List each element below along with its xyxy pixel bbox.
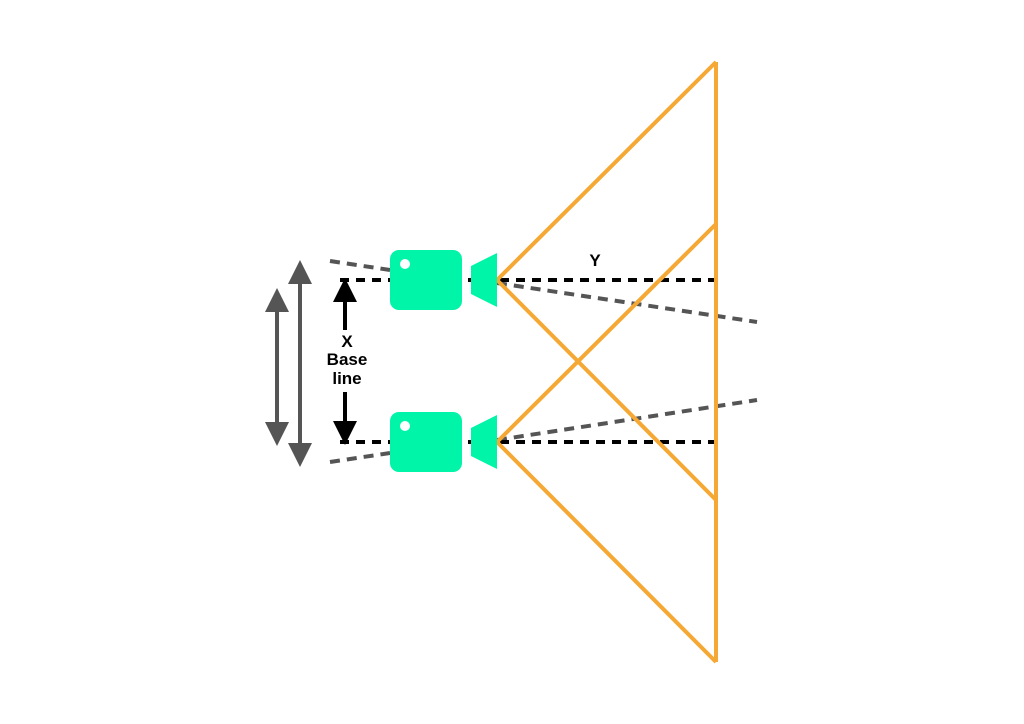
- label-baseline-2: line: [332, 369, 361, 388]
- ray-top-right: [496, 281, 758, 324]
- camera-body: [390, 250, 462, 310]
- label-x: X: [341, 332, 353, 351]
- camera-indicator: [400, 421, 410, 431]
- view-rays-dashed: [329, 259, 758, 464]
- label-baseline-1: Base: [327, 350, 368, 369]
- fields-of-view: [495, 60, 718, 664]
- camera-indicator: [400, 259, 410, 269]
- ray-bottom-right: [496, 398, 758, 442]
- camera-lens: [471, 253, 497, 307]
- ray-top-left: [329, 259, 391, 272]
- ray-bottom-left: [329, 451, 391, 464]
- camera-lens: [471, 415, 497, 469]
- camera-body: [390, 412, 462, 472]
- label-y: Y: [589, 251, 601, 270]
- camera-bottom: [390, 412, 497, 472]
- camera-top: [390, 250, 497, 310]
